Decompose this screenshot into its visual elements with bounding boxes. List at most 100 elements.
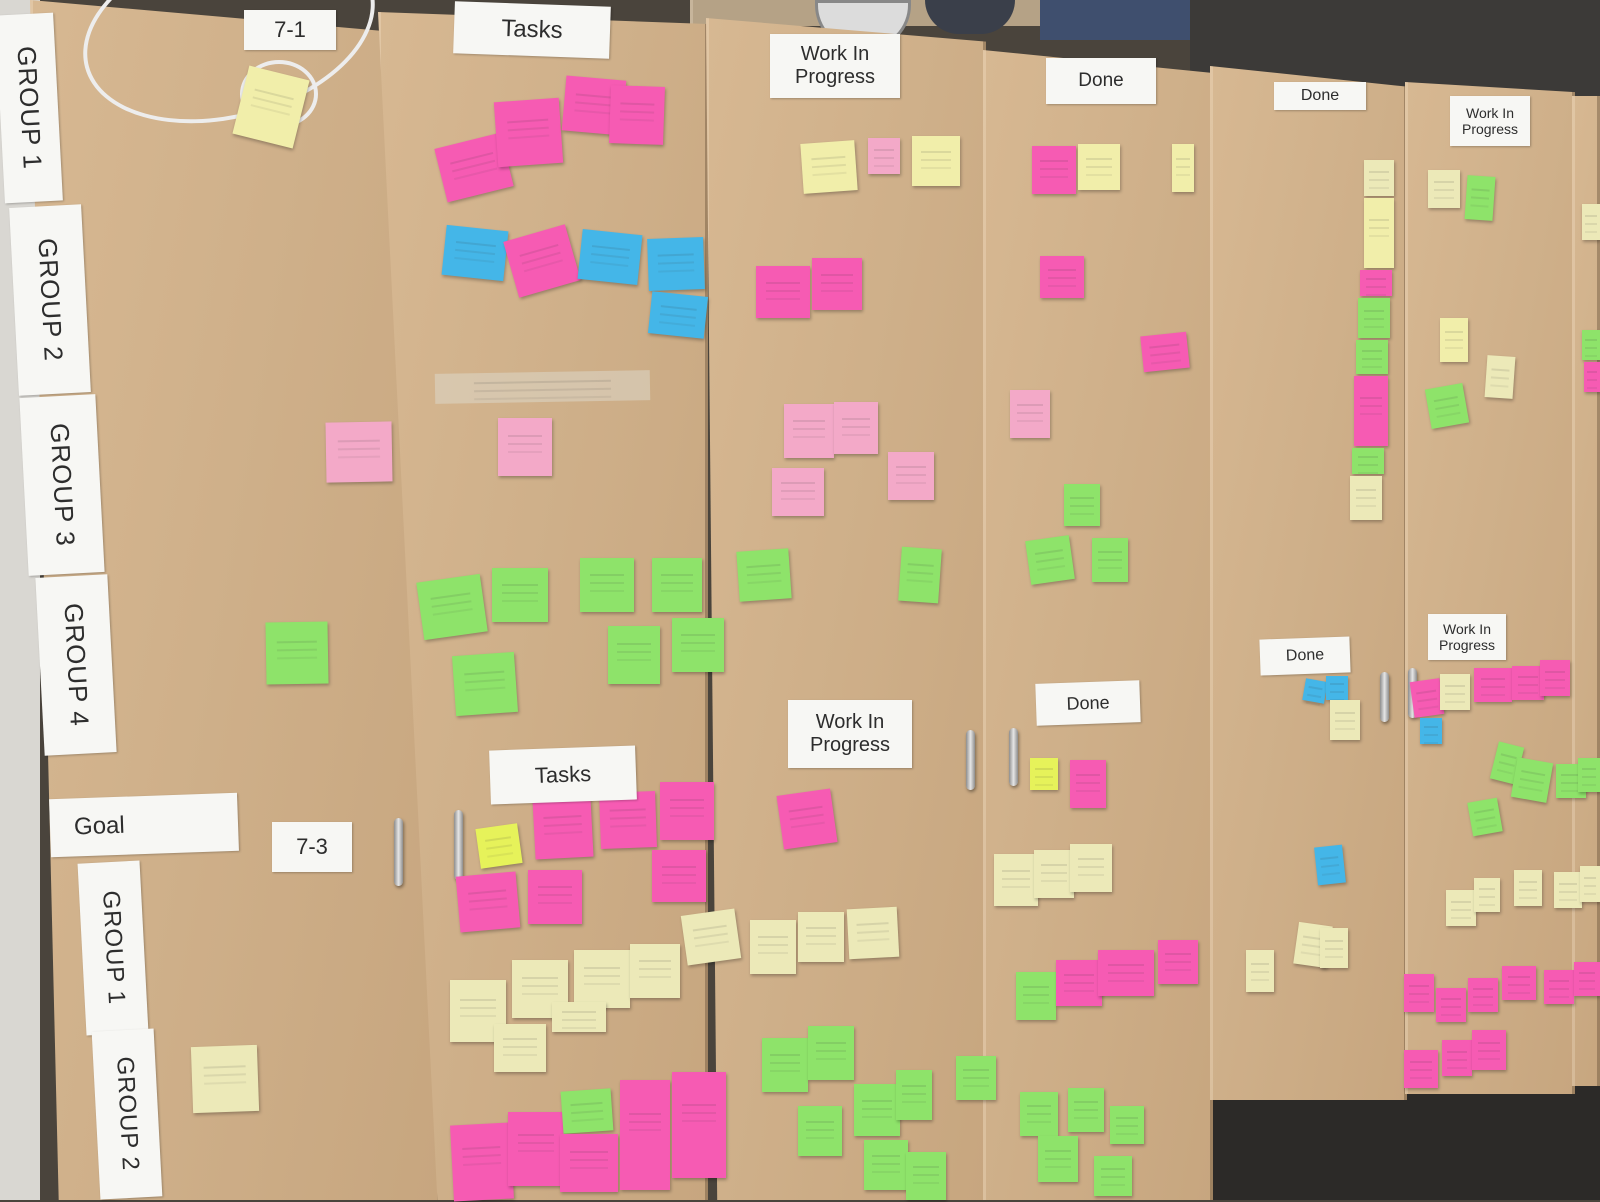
sticky-note xyxy=(1584,362,1600,392)
sticky-note xyxy=(1326,676,1348,700)
sticky-note xyxy=(1358,298,1390,338)
sticky-note xyxy=(528,870,582,924)
sticky-note xyxy=(1070,760,1106,808)
sticky-note xyxy=(1030,758,1058,790)
sticky-note xyxy=(1056,960,1102,1006)
sticky-note xyxy=(798,912,844,962)
sticky-note xyxy=(1094,1156,1132,1196)
door-handle xyxy=(1009,728,1018,786)
floor-shadow xyxy=(1200,1080,1600,1200)
sticky-note xyxy=(956,1056,996,1100)
sticky-note xyxy=(772,468,824,516)
sticky-note xyxy=(508,1112,564,1186)
sticky-note xyxy=(1544,970,1574,1004)
sticky-note xyxy=(1016,972,1056,1020)
group-label-text: GROUP 1 xyxy=(11,45,49,171)
sticky-note xyxy=(1574,962,1600,996)
sticky-note xyxy=(1440,318,1468,362)
sticky-note xyxy=(1404,974,1434,1012)
sticky-note xyxy=(1474,668,1512,702)
sticky-note xyxy=(1582,330,1600,360)
sticky-note xyxy=(750,920,796,974)
sticky-note xyxy=(608,626,660,684)
sticky-note xyxy=(812,258,862,310)
sticky-note xyxy=(580,558,634,612)
tasks-header: Tasks xyxy=(489,745,637,805)
group-label-text: GROUP 4 xyxy=(58,602,96,728)
sticky-note xyxy=(1512,666,1544,700)
sticky-note xyxy=(1158,940,1198,984)
sticky-note xyxy=(1474,878,1500,912)
sprint-label: 7-1 xyxy=(244,10,336,50)
group-label: GROUP 4 xyxy=(35,574,117,756)
sticky-note xyxy=(1420,718,1442,744)
sticky-note xyxy=(1246,950,1274,992)
sticky-note xyxy=(1404,1050,1438,1088)
sticky-note xyxy=(994,854,1038,906)
sticky-note xyxy=(1436,988,1466,1022)
sticky-note xyxy=(834,402,878,454)
sticky-note xyxy=(1502,966,1536,1000)
group-label: GROUP 3 xyxy=(19,394,105,576)
sticky-note xyxy=(854,1084,900,1136)
sticky-note xyxy=(1032,146,1076,194)
tasks-header: Tasks xyxy=(453,1,611,59)
door-handle xyxy=(966,730,975,790)
sticky-note xyxy=(896,1070,932,1120)
sticky-note xyxy=(1078,144,1120,190)
group-label: GROUP 1 xyxy=(0,12,63,204)
sticky-note xyxy=(630,944,680,998)
sticky-note xyxy=(1364,160,1394,196)
sticky-note xyxy=(1172,144,1194,192)
sticky-note xyxy=(494,1024,546,1072)
sticky-note xyxy=(888,452,934,500)
sticky-note xyxy=(560,1134,618,1192)
done-header-right: Done xyxy=(1274,82,1366,110)
sticky-note xyxy=(784,404,834,458)
door-handle xyxy=(394,818,403,886)
group-label-text: GROUP 1 xyxy=(96,890,130,1006)
sticky-note xyxy=(1468,978,1498,1012)
cabinet-door xyxy=(706,18,986,1200)
sticky-note xyxy=(1540,660,1570,696)
equipment-blue xyxy=(1040,0,1190,40)
sticky-note xyxy=(574,950,630,1008)
sticky-note xyxy=(1360,270,1392,296)
sticky-note xyxy=(1580,866,1600,902)
sticky-note xyxy=(864,1140,908,1190)
sticky-note xyxy=(652,558,702,612)
cabinet-door xyxy=(1405,82,1575,1094)
sticky-note xyxy=(1446,890,1476,926)
sticky-note xyxy=(672,1072,726,1178)
sticky-note xyxy=(672,618,724,672)
wip-header: Work In Progress xyxy=(788,700,912,768)
sticky-note xyxy=(1442,1040,1472,1076)
sticky-note xyxy=(1428,170,1460,208)
sticky-note xyxy=(1098,950,1154,996)
group-label-text: GROUP 2 xyxy=(32,237,70,363)
sticky-note xyxy=(652,850,706,902)
wip-header-right: Work In Progress xyxy=(1428,614,1506,660)
done-header: Done xyxy=(1046,58,1156,104)
sticky-note xyxy=(1010,390,1050,438)
group-label: GROUP 1 xyxy=(77,860,149,1036)
sticky-note xyxy=(1092,538,1128,582)
sticky-note xyxy=(1020,1092,1058,1136)
sticky-note xyxy=(552,1002,606,1032)
sticky-note xyxy=(1472,1030,1506,1070)
sticky-note xyxy=(660,782,714,840)
sticky-note xyxy=(1040,256,1084,298)
sticky-note xyxy=(1578,758,1600,792)
sticky-note xyxy=(1554,872,1582,908)
sticky-note xyxy=(498,418,552,476)
door-handle xyxy=(1380,672,1389,722)
sticky-note xyxy=(762,1038,808,1092)
sticky-note xyxy=(1582,204,1600,240)
sticky-note xyxy=(1352,448,1384,474)
wip-header: Work In Progress xyxy=(770,34,900,98)
sprint-label: 7-3 xyxy=(272,822,352,872)
sticky-note xyxy=(1440,674,1470,710)
